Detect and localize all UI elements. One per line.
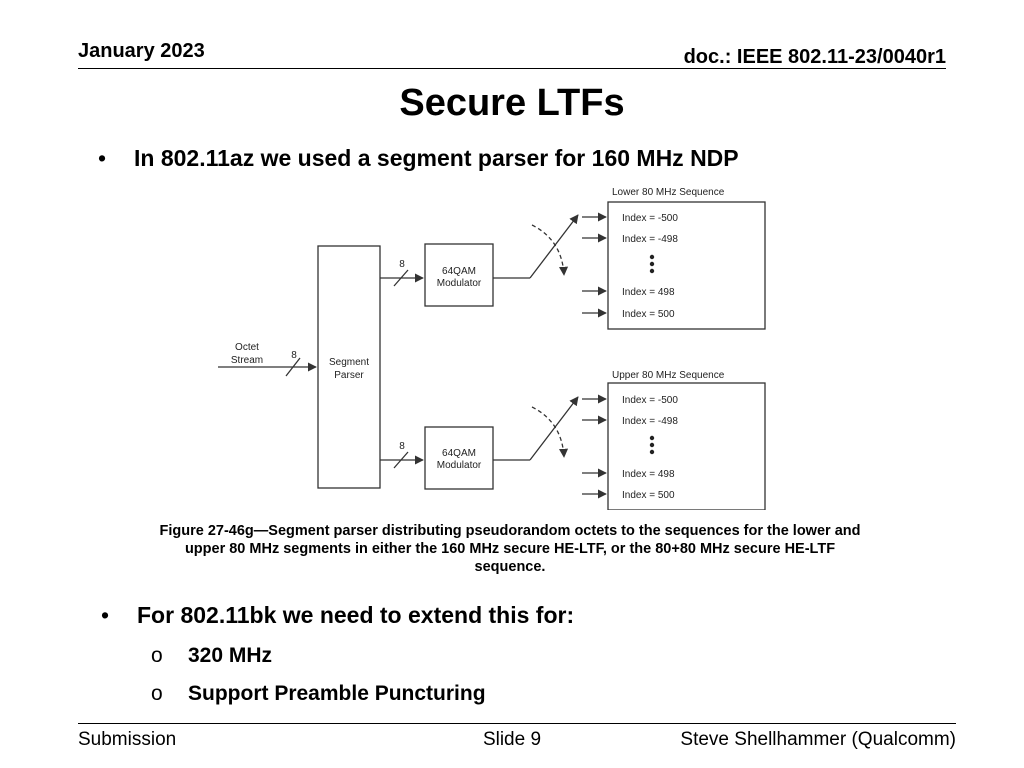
lower-index-minus-498: Index = -498 [622,234,678,245]
lower-sequence-title: Lower 80 MHz Sequence [612,187,725,198]
ellipsis-dot [649,261,655,267]
bullet-dot: • [101,602,110,628]
input-label-line1: Octet [235,342,259,353]
parser-label-line1: Segment [329,357,369,368]
figure-caption: Figure 27-46g—Segment parser distributin… [159,523,861,575]
bullet-1: • In 802.11az we used a segment parser f… [98,145,739,172]
lower-index-minus-500: Index = -500 [622,213,678,224]
upper-index-500: Index = 500 [622,490,675,501]
sub-bullet-marker: o [151,682,163,705]
ellipsis-dot [649,268,655,274]
sub-item-320mhz: o 320 MHz [151,644,273,668]
top-modulator-line1: 64QAM [442,266,476,277]
lower-index-498: Index = 498 [622,287,675,298]
top-switch-sweep [531,224,569,276]
ellipsis-dot [649,435,655,441]
ellipsis-dot [649,449,655,455]
upper-sequence-box [607,382,766,510]
upper-index-498: Index = 498 [622,469,675,480]
top-bus-slash [393,269,409,287]
segment-parser-box [317,245,381,489]
sub-item-puncturing: o Support Preamble Puncturing [151,682,486,706]
segment-parser-diagram: Octet Stream 8 Segment Parser 8 64QAM Mo… [218,187,766,510]
parser-label-line2: Parser [334,370,364,381]
header-doc-id: doc.: IEEE 802.11-23/0040r1 [683,46,946,68]
bottom-modulator-box [424,426,494,490]
footer-author: Steve Shellhammer (Qualcomm) [680,729,956,750]
bottom-bus-width: 8 [399,441,405,452]
bottom-bus-slash [393,451,409,469]
bottom-switch-arm [529,396,579,461]
footer-slide-number: Slide 9 [482,729,542,750]
input-bus-width: 8 [291,350,297,361]
slide-title: Secure LTFs [399,82,625,124]
top-modulator-box [424,243,494,307]
sub-item-text: Support Preamble Puncturing [188,682,486,705]
ellipsis-dot [649,442,655,448]
upper-index-minus-498: Index = -498 [622,416,678,427]
top-bus-width: 8 [399,259,405,270]
bullet-2-text: For 802.11bk we need to extend this for: [137,602,575,628]
bottom-switch-sweep [531,406,569,458]
ellipsis-dot [649,254,655,260]
sub-item-text: 320 MHz [188,644,273,667]
header-divider [78,68,946,69]
sub-bullet-marker: o [151,644,163,667]
lower-index-500: Index = 500 [622,309,675,320]
header-date: January 2023 [78,40,205,62]
top-switch-arm [529,214,579,279]
input-bus-slash [285,357,301,377]
footer-divider [78,723,956,724]
footer-submission: Submission [78,729,177,750]
upper-sequence-title: Upper 80 MHz Sequence [612,370,725,381]
bullet-dot: • [98,145,107,171]
bullet-2: • For 802.11bk we need to extend this fo… [101,602,575,629]
bottom-modulator-line1: 64QAM [442,448,476,459]
bottom-modulator-line2: Modulator [437,460,482,471]
lower-sequence-box [607,201,766,330]
upper-index-minus-500: Index = -500 [622,395,678,406]
input-label-line2: Stream [231,355,263,366]
bullet-1-text: In 802.11az we used a segment parser for… [134,145,739,171]
top-modulator-line2: Modulator [437,278,482,289]
